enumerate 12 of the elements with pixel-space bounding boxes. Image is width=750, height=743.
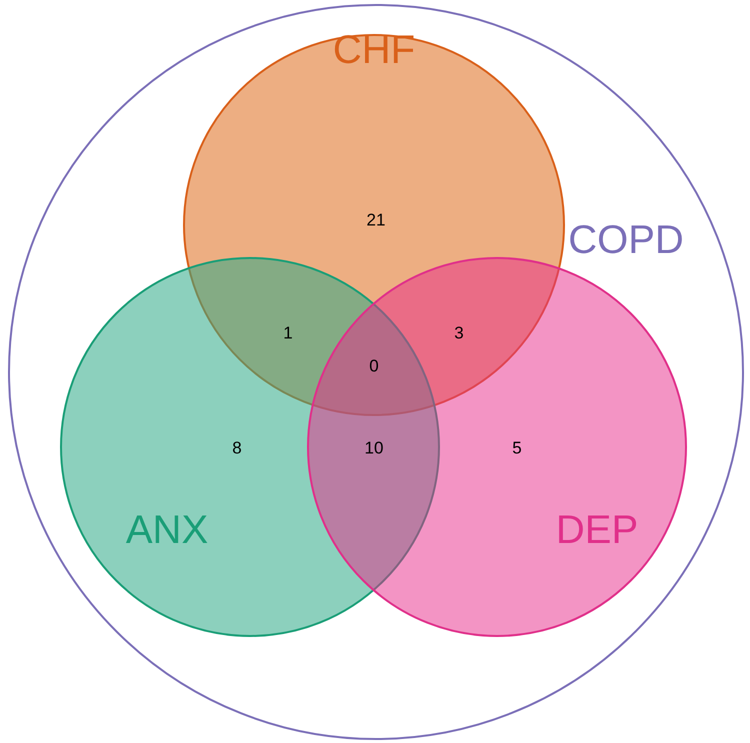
count-label: 0 bbox=[369, 358, 379, 374]
count-label: 3 bbox=[454, 324, 464, 342]
set-circle bbox=[8, 4, 744, 740]
set-label: COPD bbox=[568, 220, 684, 260]
count-label: 8 bbox=[232, 440, 242, 456]
count-label: 1 bbox=[283, 324, 293, 342]
set-label: DEP bbox=[556, 510, 638, 550]
count-label: 5 bbox=[512, 440, 522, 456]
count-label: 10 bbox=[364, 440, 384, 456]
set-label: ANX bbox=[126, 510, 208, 550]
set-circle bbox=[307, 257, 687, 637]
count-label: 21 bbox=[366, 212, 386, 228]
